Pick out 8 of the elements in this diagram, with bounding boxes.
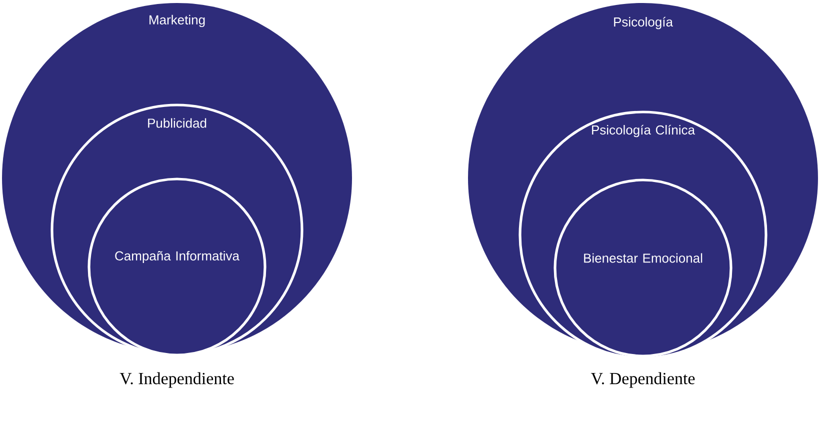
circle-label: Bienestar Emocional: [584, 253, 702, 263]
circle-label: Campaña Informativa: [115, 250, 240, 264]
caption: V. Dependiente: [590, 372, 695, 388]
circle-label: Marketing: [150, 14, 205, 28]
circle-label: Psicología: [614, 16, 673, 30]
circle-label: Publicidad: [148, 118, 206, 128]
caption: V. Independiente: [120, 372, 234, 388]
circle-label: Psicología Clínica: [592, 124, 695, 138]
